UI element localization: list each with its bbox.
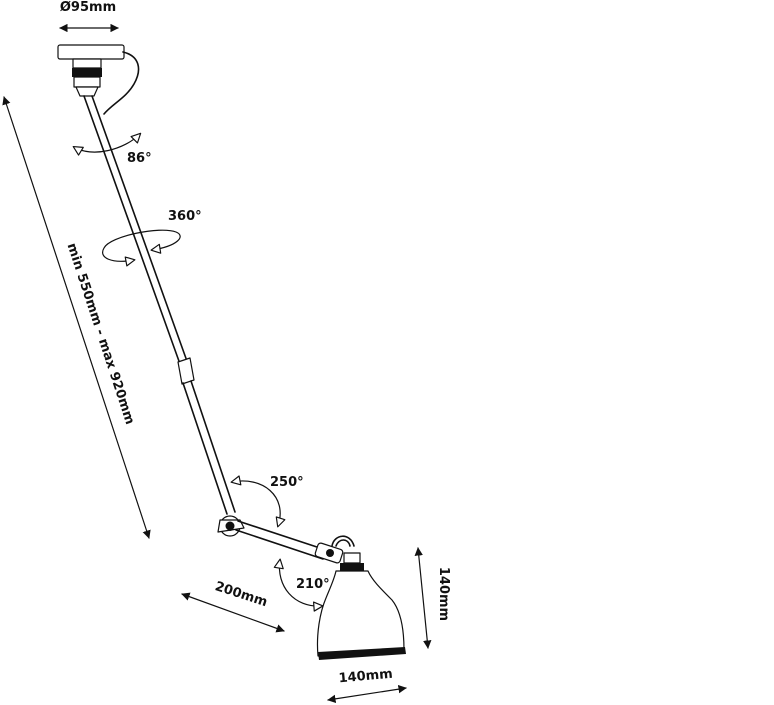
shade-height-arrow [414,547,432,649]
power-cable [103,51,140,115]
rotation-elbow-arrow [230,475,286,528]
shade-height-label: 140mm [436,567,451,621]
top-socket [72,58,102,97]
arm-length-arrow [181,592,285,633]
length-range-arrow [2,96,151,539]
lower-arm [182,380,236,515]
lamp-illustration [57,44,406,660]
rotation-top-label: 86° [127,151,152,166]
rotation-head-label: 210° [296,577,330,592]
horizontal-arm [235,520,327,560]
elbow-joint [217,515,245,537]
length-range-label: min 550mm - max 920mm [64,241,138,426]
head-joint [314,535,355,564]
rotation-arm-label: 360° [168,209,202,224]
base-diameter-label: Ø95mm [60,0,116,15]
ceiling-plate [57,44,125,60]
shade-width-arrow [327,684,407,704]
shade-width-label: 140mm [338,667,393,687]
lamp-shade [316,552,406,660]
rotation-head-arrow [273,558,324,612]
rotation-elbow-label: 250° [270,475,304,490]
arm-length-label: 200mm [213,579,269,610]
